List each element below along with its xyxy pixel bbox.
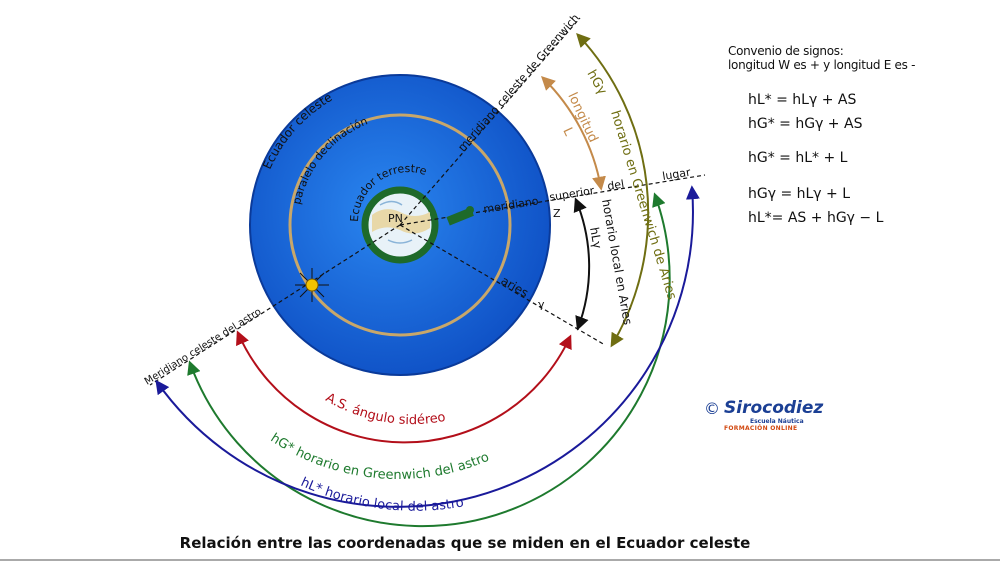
formula-1: hL* = hLγ + AS xyxy=(748,92,857,108)
hl-aries-arc xyxy=(573,197,591,331)
hg-astro-arc-label: hG* horario en Greenwich del astro xyxy=(268,431,492,483)
hg-aries-arc xyxy=(576,32,650,348)
formula-2: hG* = hGγ + AS xyxy=(748,116,863,132)
logo-subtitle: Escuela Náutica xyxy=(750,418,804,425)
formula-5: hL*= AS + hGγ − L xyxy=(748,210,884,226)
figure-caption: Relación entre las coordenadas que se mi… xyxy=(179,534,751,552)
pn-label: PN xyxy=(388,212,403,225)
as-arc-label: A.S. ángulo sidéreo xyxy=(323,390,447,428)
del-label: del xyxy=(606,177,625,192)
hl-aries-short-label: hLγ xyxy=(587,226,605,250)
convention-subtitle: longitud W es + y longitud E es - xyxy=(728,58,916,72)
longitud-label: longitud xyxy=(564,90,600,145)
logo-tagline: FORMACIÓN ONLINE xyxy=(724,425,798,432)
superior-label: superior xyxy=(548,184,595,204)
star-sun-icon xyxy=(295,268,329,302)
copyright-symbol: © xyxy=(704,399,720,418)
formula-4: hGγ = hLγ + L xyxy=(748,186,851,202)
z-label: Z xyxy=(553,207,561,220)
convention-title: Convenio de signos: xyxy=(728,44,844,58)
formula-3: hG* = hL* + L xyxy=(748,150,848,166)
sirocodiez-logo: © Sirocodiez Escuela Náutica FORMACIÓN O… xyxy=(704,398,823,432)
l-label: L xyxy=(559,125,576,139)
logo-name: Sirocodiez xyxy=(724,398,824,418)
longitud-arc xyxy=(541,76,606,191)
lugar-label: lugar xyxy=(661,166,691,183)
hl-astro-arc xyxy=(155,185,700,508)
gamma-label: γ xyxy=(538,298,545,311)
horario-local-aries-label: horario local en Aries xyxy=(599,198,635,326)
